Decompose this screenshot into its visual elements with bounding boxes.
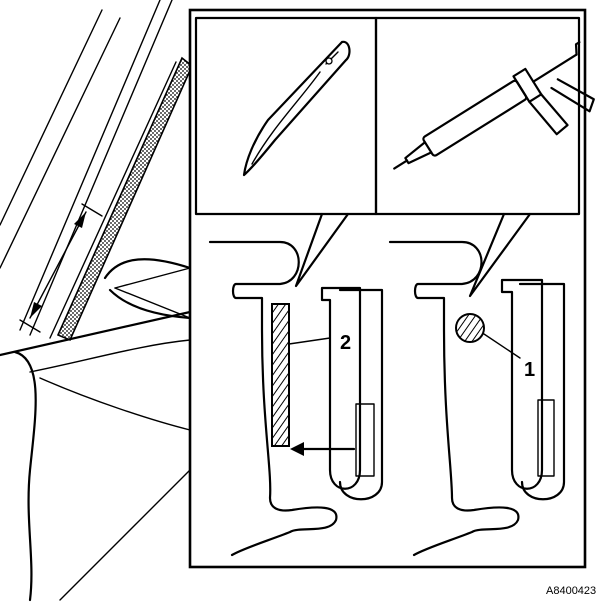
seal-strip — [56, 56, 193, 342]
sealant-bead-1 — [455, 313, 485, 343]
callout-label-2: 2 — [340, 332, 351, 354]
detail-inset: 2 1 — [188, 8, 595, 569]
vehicle-pillar-view — [0, 0, 193, 602]
caulking-gun-icon — [393, 41, 595, 170]
profile-left — [208, 240, 384, 557]
strip-2 — [271, 303, 290, 447]
knife-icon — [242, 40, 351, 177]
profile-right — [388, 240, 566, 557]
callout-label-1: 1 — [524, 359, 535, 381]
figure-code: A8400423 — [546, 585, 596, 597]
